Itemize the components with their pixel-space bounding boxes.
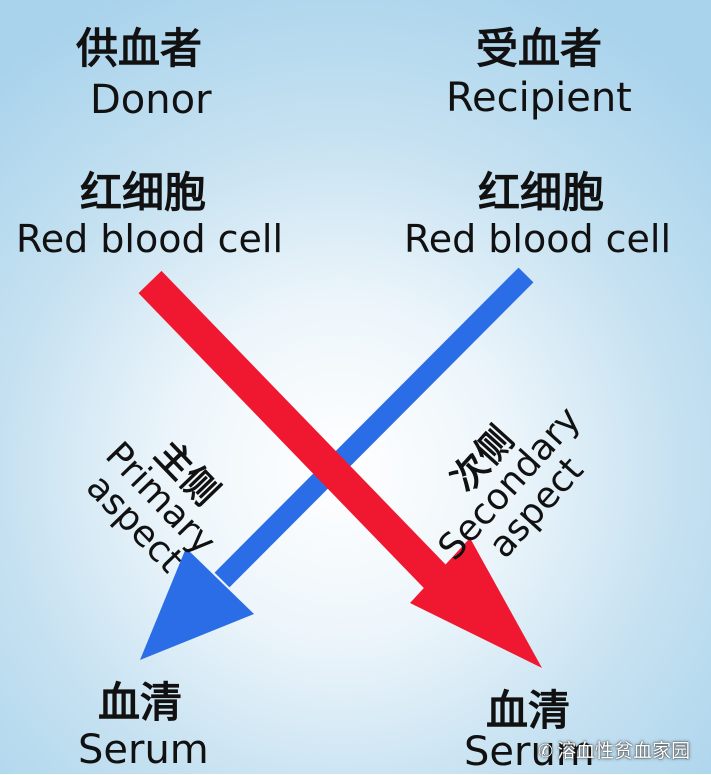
donor-label-en: Donor bbox=[90, 77, 212, 123]
wechat-icon: ✆ bbox=[538, 741, 554, 762]
watermark-text: 溶血性贫血家园 bbox=[557, 740, 691, 762]
serum-right-zh: 血清 bbox=[486, 686, 571, 735]
blue-arrow-head bbox=[140, 548, 254, 660]
watermark: ✆溶血性贫血家园 bbox=[538, 736, 690, 763]
blue-arrow bbox=[140, 267, 534, 660]
donor-label-zh: 供血者 bbox=[76, 24, 203, 73]
serum-right-en: Serum bbox=[464, 729, 595, 775]
recipient-label-en: Recipient bbox=[446, 75, 632, 121]
red-arrow-head bbox=[410, 538, 542, 668]
red-arrow-shaft bbox=[138, 270, 460, 602]
donor-cell-label-zh: 红细胞 bbox=[80, 168, 207, 217]
recipient-cell-label-zh: 红细胞 bbox=[478, 168, 605, 217]
donor-cell-label-en: Red blood cell bbox=[16, 217, 284, 261]
serum-left-zh: 血清 bbox=[98, 678, 183, 727]
red-arrow bbox=[138, 270, 542, 668]
recipient-label-zh: 受血者 bbox=[476, 24, 603, 73]
recipient-cell-label-en: Red blood cell bbox=[404, 217, 672, 261]
serum-left-en: Serum bbox=[78, 727, 209, 773]
blue-arrow-shaft bbox=[214, 267, 534, 588]
